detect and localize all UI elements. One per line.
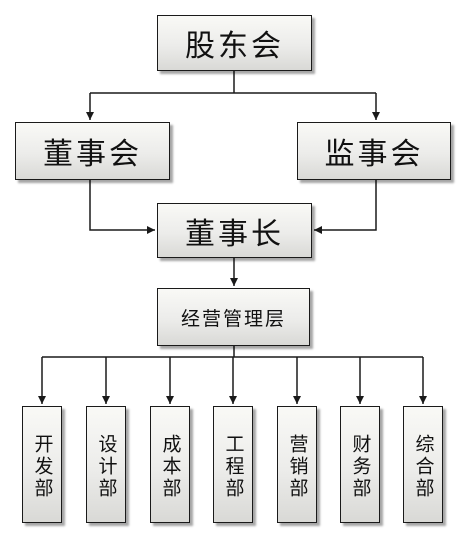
node-management-team: 经营管理层 [157,288,310,346]
connector-board-to-chairman [89,180,155,234]
node-dept-cost: 成本部 [150,406,190,523]
node-dept-finance: 财务部 [340,406,380,523]
node-chairman: 董事长 [157,203,312,258]
node-shareholders-meeting: 股东会 [157,15,312,71]
node-board-of-supervisors: 监事会 [297,122,451,180]
node-dept-development: 开发部 [22,406,62,523]
node-board-of-directors: 董事会 [15,122,170,180]
node-dept-marketing: 营销部 [277,406,317,523]
connector-supervisors-to-chairman [314,180,377,234]
node-dept-engineering: 工程部 [213,406,253,523]
node-dept-design: 设计部 [86,406,126,523]
node-dept-general-affairs: 综合部 [403,406,443,523]
